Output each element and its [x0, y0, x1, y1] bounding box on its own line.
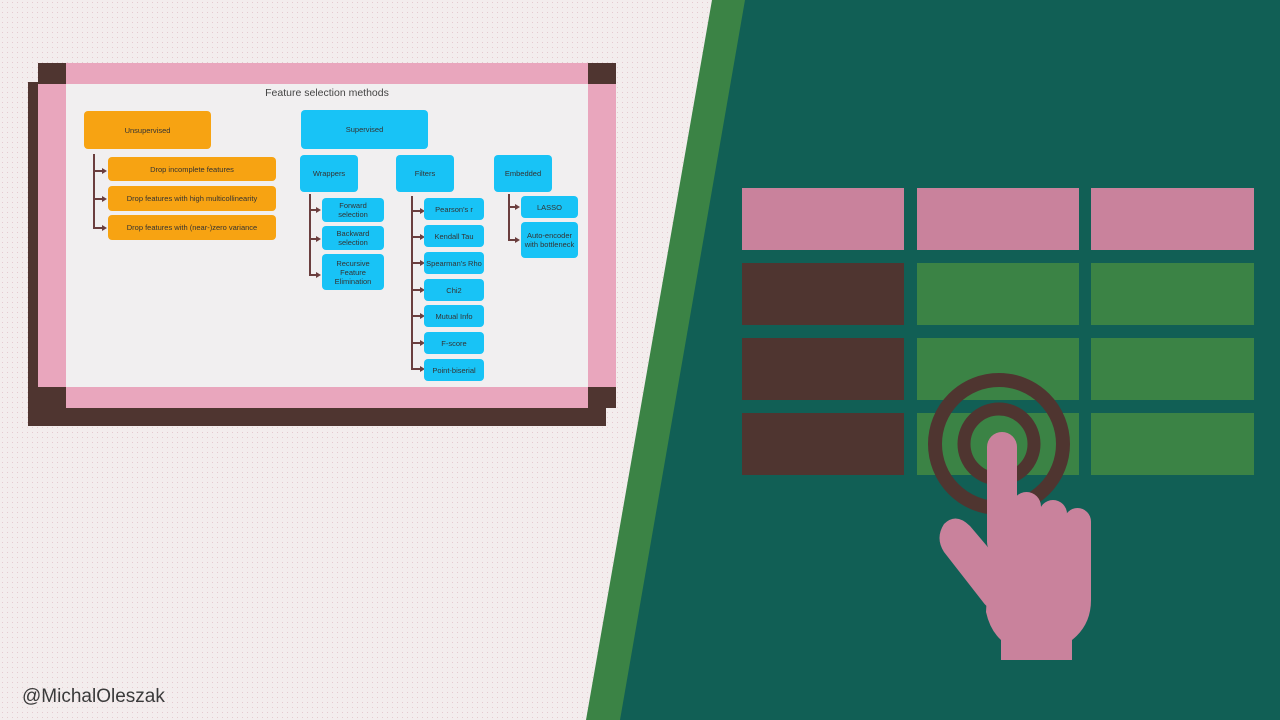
- filters-item: Spearman's Rho: [424, 252, 484, 274]
- wrappers-item: Forward selection: [322, 198, 384, 222]
- arrow: [411, 340, 425, 345]
- table-header-cell: [742, 188, 904, 250]
- author-handle: @MichalOleszak: [22, 686, 165, 707]
- diagram-canvas: Feature selection methods Unsupervised D…: [66, 84, 588, 387]
- unsupervised-node: Unsupervised: [84, 111, 211, 149]
- frame-corner: [588, 387, 616, 408]
- embedded-connector: [508, 194, 510, 240]
- table-cell: [917, 338, 1079, 400]
- embedded-item: LASSO: [521, 196, 578, 218]
- arrow: [411, 234, 425, 239]
- arrow: [309, 272, 321, 277]
- filters-node: Filters: [396, 155, 454, 192]
- arrow: [309, 236, 321, 241]
- wrappers-connector: [309, 194, 311, 275]
- table-cell: [1091, 338, 1254, 400]
- embedded-node: Embedded: [494, 155, 552, 192]
- table-row-label-cell: [742, 263, 904, 325]
- unsupervised-item: Drop features with high multicollinearit…: [108, 186, 276, 211]
- wrappers-item: Backward selection: [322, 226, 384, 250]
- table-row-label-cell: [742, 338, 904, 400]
- filters-item: Kendall Tau: [424, 225, 484, 247]
- supervised-node: Supervised: [301, 110, 428, 149]
- table-cell: [917, 263, 1079, 325]
- filters-item: Point-biserial: [424, 359, 484, 381]
- arrow: [508, 204, 520, 209]
- arrow: [411, 208, 425, 213]
- arrow: [411, 313, 425, 318]
- arrow: [309, 207, 321, 212]
- filters-item: Mutual Info: [424, 305, 484, 327]
- pointing-hand-icon: [939, 432, 1091, 660]
- arrow: [411, 260, 425, 265]
- filters-item: Pearson's r: [424, 198, 484, 220]
- table-header-cell: [917, 188, 1079, 250]
- filters-connector: [411, 196, 413, 368]
- table-cell: [1091, 413, 1254, 475]
- unsupervised-connector: [93, 154, 95, 228]
- wrappers-node: Wrappers: [300, 155, 358, 192]
- arrow: [411, 366, 425, 371]
- unsupervised-item: Drop incomplete features: [108, 157, 276, 181]
- frame-corner: [38, 63, 66, 84]
- table-cell: [1091, 263, 1254, 325]
- table-row-label-cell: [742, 413, 904, 475]
- wrappers-item: Recursive Feature Elimination: [322, 254, 384, 290]
- arrow: [93, 225, 107, 230]
- arrow: [93, 168, 107, 173]
- frame-corner: [588, 63, 616, 84]
- diagram-title: Feature selection methods: [265, 87, 389, 99]
- unsupervised-item: Drop features with (near-)zero variance: [108, 215, 276, 240]
- table-header-cell: [1091, 188, 1254, 250]
- arrow: [508, 237, 520, 242]
- arrow: [411, 287, 425, 292]
- filters-item: Chi2: [424, 279, 484, 301]
- frame-corner: [38, 387, 66, 408]
- embedded-item: Auto-encoder with bottleneck: [521, 222, 578, 258]
- arrow: [93, 196, 107, 201]
- filters-item: F-score: [424, 332, 484, 354]
